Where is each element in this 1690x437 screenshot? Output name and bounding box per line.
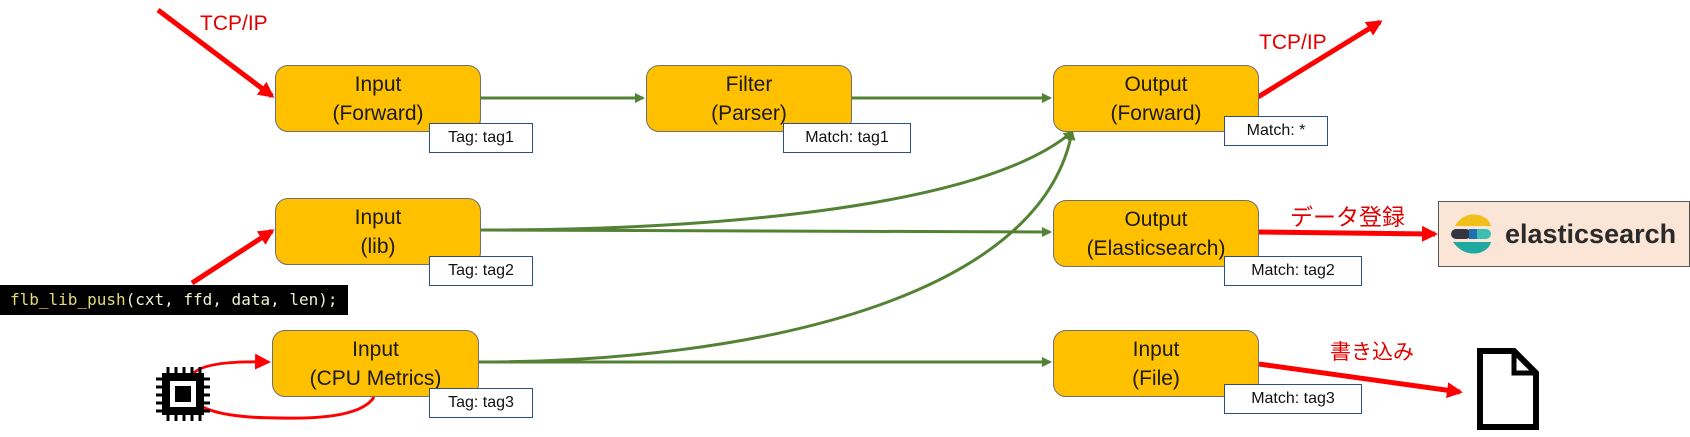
node-input-lib: Input (lib) (275, 198, 481, 265)
elasticsearch-name: elasticsearch (1505, 218, 1677, 249)
tag-input-forward: Tag: tag1 (429, 123, 533, 153)
cpu-chip-icon (156, 367, 210, 421)
node-title: Input (354, 205, 402, 229)
tag-output-forward: Match: * (1224, 116, 1328, 146)
es-register-arrow (1258, 225, 1438, 242)
tcpip-out-arrow (1256, 19, 1383, 100)
label-write: 書き込み (1330, 341, 1414, 364)
tag-output-elasticsearch: Match: tag2 (1224, 256, 1362, 286)
flow-lib-to-output-forward (479, 130, 1074, 232)
node-title: Input (354, 72, 402, 96)
flow-cpu-to-output-forward (477, 130, 1076, 364)
elasticsearch-box: elasticsearch (1438, 201, 1690, 267)
node-subtitle: (Parser) (711, 101, 787, 125)
tag-filter-parser: Match: tag1 (783, 123, 911, 153)
node-title: Output (1124, 207, 1188, 231)
node-subtitle: (Forward) (1110, 101, 1202, 125)
tag-input-lib: Tag: tag2 (429, 256, 533, 286)
label-tcpip-out: TCP/IP (1259, 31, 1327, 54)
node-output-forward: Output (Forward) (1053, 65, 1259, 132)
label-tcpip-in: TCP/IP (200, 12, 268, 35)
lib-push-code: flb_lib_push(cxt, ffd, data, len); (0, 285, 348, 315)
tag-input-cpu-metrics: Tag: tag3 (429, 388, 533, 418)
node-title: Input (352, 337, 399, 361)
node-subtitle: (Elasticsearch) (1086, 236, 1226, 260)
flow-lib-to-output-es (479, 226, 1052, 237)
tcpip-in-arrow (156, 8, 275, 98)
node-output-elasticsearch: Output (Elasticsearch) (1053, 200, 1259, 267)
elasticsearch-logo-icon (1451, 214, 1491, 254)
cpu-loop-arrow-bottom (188, 394, 376, 420)
tag-input-file: Match: tag3 (1224, 384, 1362, 414)
node-filter-parser: Filter (Parser) (646, 65, 852, 132)
node-title: Filter (725, 72, 773, 96)
node-title: Output (1124, 72, 1188, 96)
node-subtitle: (File) (1132, 366, 1180, 390)
file-write-arrow (1258, 361, 1463, 399)
node-subtitle: (Forward) (332, 101, 424, 125)
code-function-name: flb_lib_push (10, 290, 126, 309)
node-subtitle: (CPU Metrics) (309, 366, 442, 390)
node-input-cpu-metrics: Input (CPU Metrics) (272, 330, 479, 397)
file-icon (1477, 348, 1539, 430)
node-title: Input (1132, 337, 1180, 361)
node-input-file: Input (File) (1053, 330, 1259, 397)
code-arguments: (cxt, ffd, data, len); (125, 290, 338, 309)
node-subtitle: (lib) (360, 234, 396, 258)
lib-push-arrow (190, 228, 275, 286)
label-es-register: データ登録 (1290, 204, 1405, 230)
node-input-forward: Input (Forward) (275, 65, 481, 132)
